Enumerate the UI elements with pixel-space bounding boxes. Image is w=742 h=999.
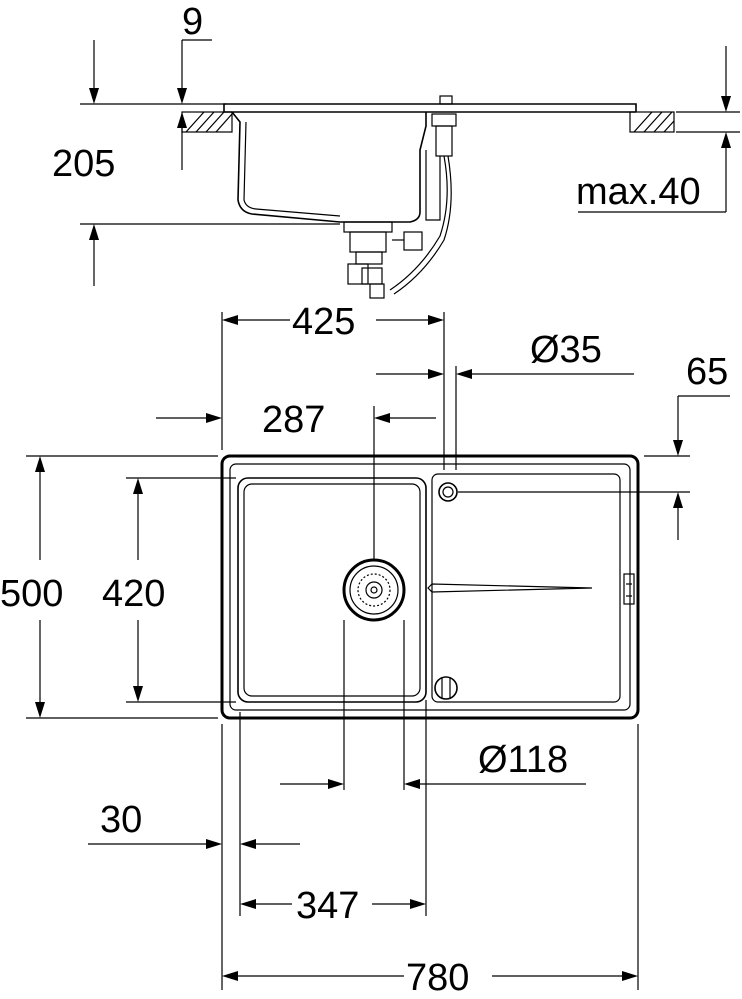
sink-rim bbox=[223, 103, 637, 113]
dim-drain-offset-label: 287 bbox=[262, 399, 325, 441]
drainboard bbox=[431, 473, 621, 703]
countertop-left-hatch bbox=[181, 111, 233, 133]
countertop-right-hatch bbox=[629, 111, 675, 133]
dim-drain-diameter-label: Ø118 bbox=[478, 739, 568, 781]
dim-tap-hole-diameter-label: Ø35 bbox=[530, 329, 602, 371]
dim-tap-hole-edge-label: 65 bbox=[686, 351, 728, 393]
waste-fitting bbox=[343, 221, 423, 299]
dim-bowl-edge-label: 30 bbox=[100, 799, 142, 841]
top-plan-view bbox=[220, 454, 640, 720]
dim-bowl-depth-label: 420 bbox=[102, 573, 165, 615]
dim-max-thickness-label: max.40 bbox=[576, 171, 701, 213]
dim-overall-width-label: 780 bbox=[406, 957, 469, 999]
overflow-pipe bbox=[389, 113, 457, 295]
tap-boss bbox=[439, 95, 453, 105]
bowl-section bbox=[231, 111, 427, 223]
sink-outline bbox=[220, 454, 640, 720]
dim-bowl-width-label: 347 bbox=[296, 885, 359, 927]
bowl-outline bbox=[237, 477, 427, 703]
dim-overall-depth-label: 500 bbox=[0, 573, 63, 615]
side-handle bbox=[623, 573, 635, 605]
dim-gap-label: 9 bbox=[182, 1, 203, 43]
dim-tap-hole-distance-label: 425 bbox=[292, 301, 355, 343]
plan-dimensions: 425 Ø35 287 65 500 bbox=[0, 301, 730, 999]
overflow bbox=[434, 676, 458, 700]
drain bbox=[342, 558, 406, 622]
tap-hole bbox=[438, 482, 458, 502]
drain-groove bbox=[427, 583, 593, 593]
side-section-view: 9 205 max.40 bbox=[52, 1, 740, 299]
dim-total-depth-label: 205 bbox=[52, 143, 115, 185]
